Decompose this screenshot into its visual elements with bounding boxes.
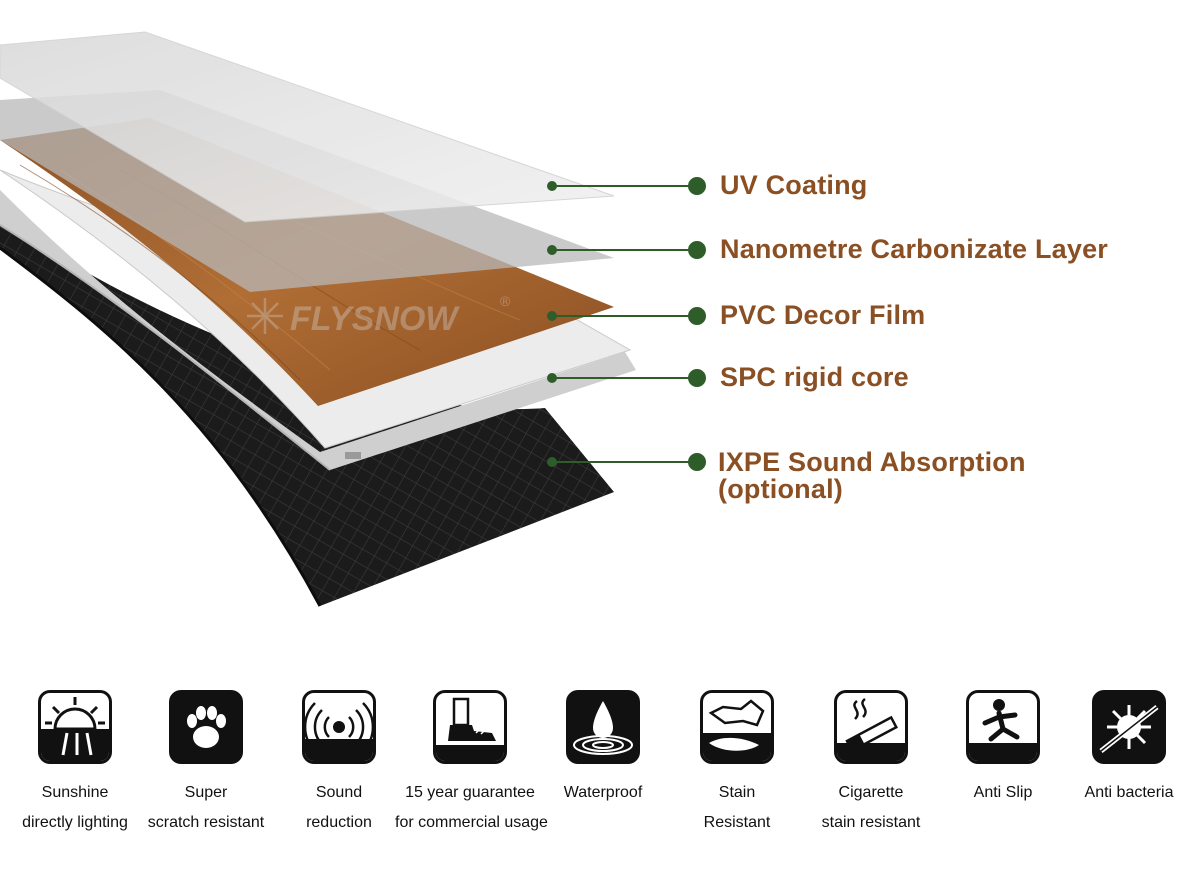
feature-guarantee-line2: for commercial usage [395,814,548,831]
leader-uv [547,177,706,195]
feature-cigarette-line2: stain resistant [821,814,921,831]
feature-cigarette-line1: Cigarette [838,784,904,801]
sun-icon [38,690,112,764]
slipping-person-icon [966,690,1040,764]
paw-icon [169,690,243,764]
shoe-icon [433,690,507,764]
feature-scratch: Super scratch resistant [131,690,281,838]
spilled-glass-icon [700,690,774,764]
feature-sound-line2: reduction [306,814,372,831]
sound-icon [302,690,376,764]
label-ixpe-line1: IXPE Sound Absorption [718,447,1026,477]
feature-guarantee: 15 year guarantee for commercial usage [395,690,548,838]
leader-ixpe [547,453,706,471]
feature-sound-line1: Sound [315,784,363,801]
feature-waterproof-line1: Waterproof [563,784,643,801]
water-drop-icon [566,690,640,764]
cigarette-icon [834,690,908,764]
feature-scratch-line1: Super [184,784,228,801]
feature-stain-line2: Resistant [703,814,771,831]
feature-stain-line1: Stain [718,784,756,801]
label-ixpe-line2: (optional) [718,474,843,504]
feature-scratch-line2: scratch resistant [147,814,265,831]
feature-sunshine: Sunshine directly lighting [0,690,150,838]
leader-lines [547,177,706,471]
label-pvc-decor-film: PVC Decor Film [720,300,926,330]
feature-sound: Sound reduction [264,690,414,838]
feature-anti-bacteria-line1: Anti bacteria [1084,784,1174,801]
label-ixpe-sound-absorption: IXPE Sound Absorption (optional) [718,449,1026,503]
uv-coating-layer [0,31,615,223]
feature-anti-slip-line1: Anti Slip [973,784,1033,801]
brand-registered-mark: ® [500,293,511,309]
feature-anti-bacteria: Anti bacteria [1054,690,1200,808]
leader-nano [547,241,706,259]
bacteria-icon [1092,690,1166,764]
feature-anti-slip: Anti Slip [928,690,1078,808]
label-spc-rigid-core: SPC rigid core [720,362,909,392]
feature-waterproof: Waterproof [528,690,678,808]
brand-watermark-text: FLYSNOW [290,300,460,338]
leader-pvc [547,307,706,325]
label-uv-coating: UV Coating [720,170,868,200]
brand-watermark: FLYSNOW ® [247,293,511,338]
leader-spc [547,369,706,387]
feature-cigarette: Cigarette stain resistant [796,690,946,838]
feature-sunshine-line1: Sunshine [41,784,109,801]
feature-guarantee-line1: 15 year guarantee [405,784,535,801]
feature-sunshine-line2: directly lighting [22,814,128,831]
label-nanometre-layer: Nanometre Carbonizate Layer [720,234,1109,264]
